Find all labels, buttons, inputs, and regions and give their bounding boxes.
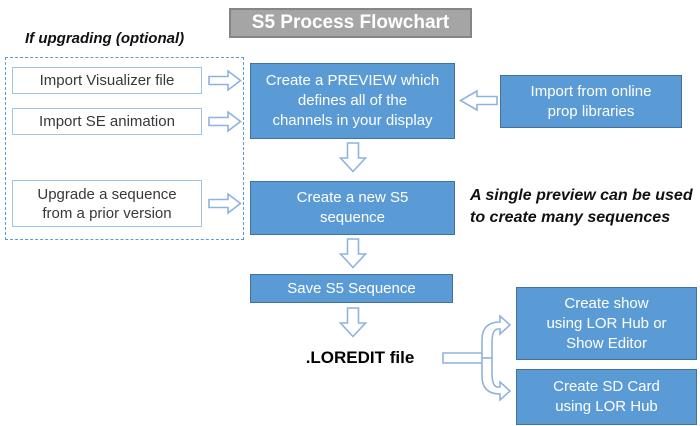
arrow-down-icon (338, 238, 368, 269)
arrow-right-icon (208, 191, 242, 216)
preview-note: A single preview can be used to create m… (470, 187, 693, 226)
page-title: S5 Process Flowchart (229, 8, 472, 38)
create-preview-box: Create a PREVIEW which defines all of th… (250, 63, 455, 139)
create-sequence-box: Create a new S5 sequence (250, 181, 455, 235)
create-show-box: Create show using LOR Hub or Show Editor (516, 287, 697, 360)
create-sd-card-box: Create SD Card using LOR Hub (516, 369, 697, 425)
import-prop-libraries-box: Import from online prop libraries (500, 75, 682, 128)
upgrade-note: If upgrading (optional) (25, 30, 185, 47)
split-arrow-icon (440, 303, 520, 413)
import-se-animation-box: Import SE animation (12, 108, 202, 135)
upgrade-sequence-box: Upgrade a sequence from a prior version (12, 180, 202, 227)
arrow-right-icon (208, 68, 242, 93)
save-sequence-box: Save S5 Sequence (250, 274, 453, 303)
arrow-left-icon (458, 88, 498, 113)
import-visualizer-box: Import Visualizer file (12, 67, 202, 94)
arrow-down-icon (338, 307, 368, 338)
upgrade-panel (5, 57, 244, 240)
arrow-right-icon (208, 109, 242, 134)
arrow-down-icon (338, 142, 368, 173)
loredit-file-label: .LOREDIT file (305, 348, 415, 367)
